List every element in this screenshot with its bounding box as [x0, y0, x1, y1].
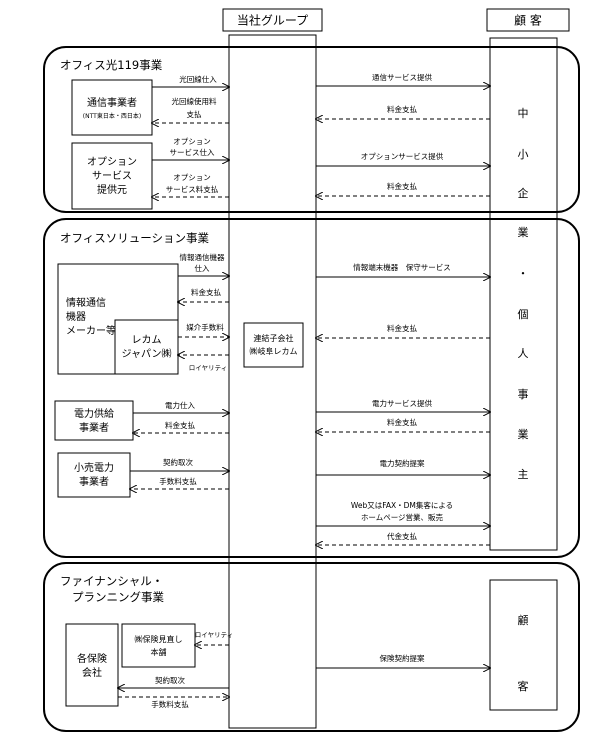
label-fee-payment-6: 料金支払: [387, 417, 417, 427]
info-maker-line2: 機器: [66, 310, 86, 323]
insurance-box: [65, 623, 119, 707]
customer-bottom-char-1: 顧: [518, 613, 529, 627]
retail-power-line2: 事業者: [79, 475, 109, 488]
telecom-box-line1: 通信事業者: [87, 96, 137, 109]
telecom-box-line2: (NTT東日本・西日本): [83, 112, 141, 120]
group-column: [228, 34, 317, 729]
label-royalty-1: ロイヤリティ: [189, 364, 227, 372]
label-hikari-fee-1: 光回線使用料: [172, 96, 217, 106]
label-contract-acquire-2: 契約取次: [155, 675, 185, 685]
label-fee-payment-4: 料金支払: [387, 323, 417, 333]
customer-char-2: 小: [518, 148, 529, 161]
section-title-financial-2: プランニング事業: [72, 590, 164, 604]
label-web-line2: ホームページ営業、販売: [361, 512, 444, 522]
section-office-solution: [43, 218, 580, 558]
subsidiary-box: [243, 322, 304, 368]
section-title-financial-1: ファイナンシャル・: [60, 574, 163, 588]
option-provider-line1: オプション: [87, 156, 137, 168]
label-commission-pay-2: 手数料支払: [151, 699, 189, 709]
hoken-minaoshi-box: [121, 623, 196, 668]
label-option-fee-1: オプション: [173, 173, 211, 182]
subsidiary-line2: ㈱岐阜レカム: [250, 346, 298, 356]
recom-japan-box: [114, 319, 179, 375]
section-office-hikari: [43, 46, 580, 213]
recom-japan-line2: ジャパン㈱: [122, 348, 172, 360]
group-header-label: 当社グループ: [237, 13, 308, 28]
label-royalty-2: ロイヤリティ: [195, 631, 233, 639]
recom-japan-line1: レカム: [132, 334, 162, 346]
label-fee-payment-2: 料金支払: [387, 181, 417, 191]
label-commission-pay: 手数料支払: [159, 476, 197, 486]
insurance-line2: 会社: [82, 666, 102, 679]
label-agency-fee: 媒介手数料: [186, 322, 224, 332]
power-supplier-line2: 事業者: [79, 421, 109, 434]
label-option-fee-2: サービス料支払: [166, 184, 219, 194]
label-power-purchase: 電力仕入: [165, 400, 195, 410]
section-title-office-hikari: オフィス光119事業: [60, 58, 163, 72]
hoken-minaoshi-line1: ㈱保険見直し: [135, 634, 183, 644]
customer-char-5: ・: [518, 267, 529, 280]
label-power-service: 電力サービス提供: [372, 398, 432, 408]
label-hikari-purchase: 光回線仕入: [179, 74, 217, 84]
telecom-box: [71, 79, 153, 136]
group-header: [222, 8, 323, 32]
label-comm-service: 通信サービス提供: [372, 72, 432, 82]
label-cod-payment: 代金支払: [387, 531, 417, 541]
power-supplier-box: [54, 400, 134, 441]
customer-char-4: 業: [518, 226, 529, 239]
insurance-line1: 各保険: [77, 652, 107, 665]
customer-char-6: 個: [518, 308, 529, 321]
option-provider-box: [71, 142, 153, 210]
label-insurance-proposal: 保険契約提案: [380, 653, 425, 663]
label-power-contract: 電力契約提案: [380, 458, 425, 468]
label-info-purchase-1: 情報通信機器: [180, 252, 225, 262]
customer-header: [486, 8, 570, 32]
option-provider-line2: サービス: [92, 170, 132, 182]
info-maker-line3: メーカー等: [66, 324, 116, 337]
customer-bottom-box: [489, 579, 558, 711]
power-supplier-line1: 電力供給: [74, 407, 114, 420]
info-maker-line1: 情報通信: [66, 296, 106, 309]
customer-bottom-char-2: 客: [518, 679, 529, 693]
customer-sme-box: [489, 37, 558, 551]
customer-char-10: 主: [518, 468, 529, 481]
customer-char-3: 企: [518, 186, 529, 200]
label-info-terminal: 情報端末機器 保守サービス: [353, 262, 451, 272]
customer-char-7: 人: [518, 347, 529, 360]
subsidiary-line1: 連結子会社: [254, 333, 294, 343]
label-option-service: オプションサービス提供: [361, 151, 444, 161]
label-fee-payment-1: 料金支払: [387, 104, 417, 114]
section-financial: [43, 562, 580, 732]
label-web-line1: Web又はFAX・DM集客による: [351, 500, 453, 510]
hoken-minaoshi-line2: 本舗: [151, 647, 167, 657]
customer-char-8: 事: [518, 388, 529, 401]
customer-char-9: 業: [518, 428, 529, 441]
retail-power-box: [57, 452, 131, 498]
label-option-purchase-1: オプション: [173, 137, 211, 146]
label-option-purchase-2: サービス仕入: [170, 147, 215, 157]
customer-header-label: 顧 客: [514, 13, 542, 28]
label-fee-payment-3: 料金支払: [191, 287, 221, 297]
label-info-purchase-2: 仕入: [195, 263, 210, 273]
label-hikari-fee-2: 支払: [187, 109, 202, 119]
label-fee-payment-5: 料金支払: [165, 420, 195, 430]
label-contract-acquire: 契約取次: [163, 457, 193, 467]
option-provider-line3: 提供元: [97, 183, 127, 196]
section-title-office-solution: オフィスソリューション事業: [60, 231, 210, 245]
retail-power-line1: 小売電力: [74, 461, 114, 474]
customer-char-1: 中: [518, 107, 529, 120]
